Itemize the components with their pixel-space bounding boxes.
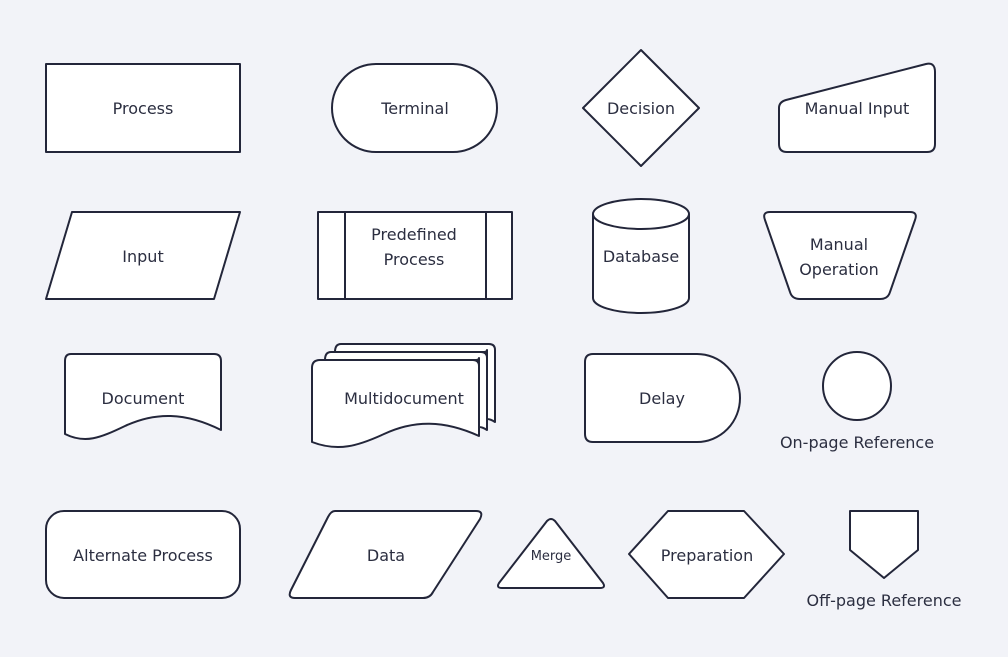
terminal-symbol: Terminal [331, 63, 498, 153]
delay-shape [584, 353, 741, 443]
alternate-process-symbol: Alternate Process [45, 510, 241, 599]
manual-operation-shape [763, 211, 917, 300]
alternate-process-shape [45, 510, 241, 599]
on-page-reference-label: On-page Reference [780, 433, 934, 452]
database-top-rim [592, 213, 690, 230]
manual-input-label: Manual Input [805, 99, 910, 118]
database-symbol: Database [592, 198, 690, 314]
preparation-symbol: Preparation [628, 510, 785, 599]
manual-operation-symbol: Manual Operation [763, 211, 917, 300]
alternate-process-label: Alternate Process [73, 546, 213, 565]
delay-symbol: Delay [584, 353, 741, 443]
manual-operation-label-line1: Manual [810, 235, 868, 254]
multidocument-front-page [311, 359, 480, 449]
on-page-reference-symbol: On-page Reference [780, 351, 934, 452]
merge-label: Merge [531, 549, 572, 564]
input-label: Input [122, 247, 163, 266]
predefined-process-shape [317, 211, 513, 300]
process-shape [45, 63, 241, 153]
manual-operation-label-line2: Operation [799, 260, 879, 279]
process-label: Process [113, 99, 174, 118]
document-symbol: Document [64, 353, 222, 441]
data-symbol: Data [288, 510, 483, 599]
input-shape [45, 211, 241, 300]
predefined-process-label-line1: Predefined [371, 225, 457, 244]
decision-shape [582, 49, 700, 167]
manual-input-symbol: Manual Input [778, 62, 936, 153]
decision-symbol: Decision [582, 49, 700, 167]
preparation-shape [628, 510, 785, 599]
preparation-label: Preparation [661, 546, 753, 565]
terminal-shape [331, 63, 498, 153]
predefined-process-symbol: Predefined Process [317, 211, 513, 300]
off-page-reference-symbol: Off-page Reference [806, 510, 962, 610]
data-shape [288, 510, 483, 599]
document-shape [64, 353, 222, 441]
multidocument-symbol: Multidocument [311, 343, 496, 449]
merge-symbol: Merge [497, 518, 605, 589]
process-symbol: Process [45, 63, 241, 153]
decision-label: Decision [607, 99, 675, 118]
manual-input-shape [778, 62, 936, 153]
data-label: Data [367, 546, 405, 565]
database-label: Database [603, 247, 679, 266]
predefined-process-label-line2: Process [384, 250, 445, 269]
terminal-label: Terminal [380, 99, 449, 118]
merge-shape [497, 518, 605, 589]
multidocument-label: Multidocument [344, 389, 464, 408]
input-symbol: Input [45, 211, 241, 300]
document-label: Document [102, 389, 185, 408]
on-page-reference-shape [822, 351, 892, 421]
delay-label: Delay [639, 389, 685, 408]
off-page-reference-shape [849, 510, 919, 579]
off-page-reference-label: Off-page Reference [806, 591, 961, 610]
